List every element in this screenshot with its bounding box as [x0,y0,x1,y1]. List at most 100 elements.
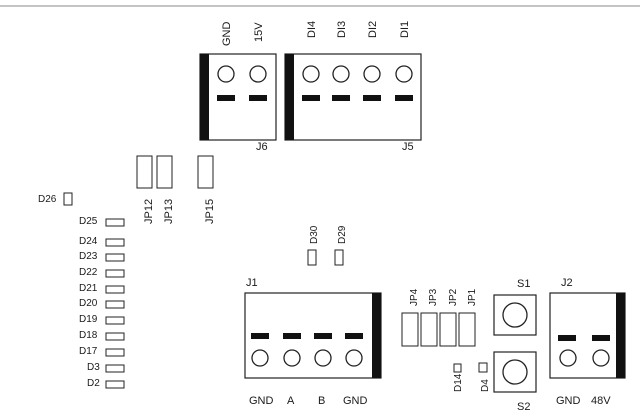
switch-s1-button [502,302,528,328]
j2-pin-label: 48V [591,395,611,407]
led-pad [105,364,125,373]
jumper-jp4 [401,312,419,347]
j5-pin-hole [363,65,381,83]
j1-pin-hole [314,349,332,367]
jumper-jp15 [197,155,214,189]
led-d26-pad [63,192,73,206]
led-pad [105,253,125,262]
j6-pin-marker [249,95,267,101]
led-label: D3 [87,362,100,373]
jumper-label: JP2 [448,288,459,306]
switch-s2: S2 [493,351,537,413]
led-label: D14 [453,373,464,392]
jumper-label: JP15 [204,199,216,224]
connector-j6: GND 15V J6 [199,22,277,153]
j2-pin-label: GND [556,395,581,407]
led-label: D21 [79,283,98,294]
led-label: D18 [79,330,98,341]
led-label: D2 [87,378,100,389]
j5-pin-label: DI4 [306,21,318,38]
led-label: D20 [79,298,98,309]
leds-d14-d4: D14 D4 [453,362,491,392]
led-d30-pad [307,249,317,266]
connector-j1: J1 GND A B GND [244,277,382,407]
led-label: D19 [79,314,98,325]
j1-pin-label: GND [249,395,274,407]
j1-pin-hole [345,349,363,367]
j1-pin-marker [283,333,301,339]
led-label: D17 [79,346,98,357]
j5-pin-label: DI3 [336,21,348,38]
jumper-label: JP1 [467,288,478,306]
led-d14-pad [453,363,462,373]
led-label: D4 [480,379,491,392]
jumper-label: JP13 [163,199,175,224]
jumper-label: JP3 [428,288,439,306]
led-pad [105,218,125,227]
j2-pin-hole [559,349,577,367]
j1-pin-label: B [318,395,325,407]
j6-side-bar [200,54,209,140]
led-pad [105,269,125,278]
led-label: D29 [337,225,348,244]
j2-side-bar [616,293,625,378]
jumper-jp1 [458,312,476,347]
led-d26: D26 [38,192,73,206]
j1-pin-marker [314,333,332,339]
j1-label: J1 [246,277,258,289]
jumper-jp12 [136,155,153,189]
j5-pin-marker [395,95,413,101]
jumper-jp2 [439,312,457,347]
led-label: D22 [79,267,98,278]
jumper-jp13 [156,155,173,189]
j1-pin-label: A [287,395,295,407]
j1-side-bar [372,293,381,378]
j2-pin-marker [592,335,610,341]
led-pad [105,348,125,357]
j5-pin-marker [363,95,381,101]
j5-label: J5 [402,141,414,153]
j6-pin-label: GND [221,22,233,47]
j2-label: J2 [561,277,573,289]
j6-pin-hole [249,65,267,83]
switch-label: S1 [517,278,530,290]
leds-d30-d29: D30 D29 [307,225,348,266]
jumper-jp3 [420,312,438,347]
j5-side-bar [285,54,294,140]
j6-pin-marker [217,95,235,101]
jumpers-top: JP12 JP13 JP15 [136,155,216,224]
led-label: D24 [79,236,98,247]
j6-pin-hole [217,65,235,83]
led-pad [105,285,125,294]
led-pad [105,332,125,341]
jumper-label: JP12 [143,199,155,224]
j5-pin-marker [332,95,350,101]
led-pad [105,300,125,309]
j1-pin-marker [345,333,363,339]
led-label: D23 [79,251,98,262]
j5-pin-label: DI1 [399,21,411,38]
connector-j2: J2 GND 48V [549,277,626,407]
led-pad [105,380,125,389]
connector-j5: DI4 DI3 DI2 DI1 J5 [284,21,422,153]
led-label: D30 [309,225,320,244]
jumper-label: JP4 [409,288,420,306]
led-column: D25 D24 D23 D22 D21 D20 D19 D18 D17 D3 D… [79,216,125,389]
j1-pin-marker [251,333,269,339]
led-d4-pad [478,362,488,373]
led-pad [105,238,125,247]
j6-label: J6 [256,141,268,153]
led-pad [105,316,125,325]
j6-pin-label: 15V [253,22,265,42]
j5-pin-marker [302,95,320,101]
jumpers-bottom: JP4 JP3 JP2 JP1 [401,288,478,347]
switch-s2-button [502,359,528,385]
j2-pin-marker [558,335,576,341]
j5-pin-hole [302,65,320,83]
j5-pin-label: DI2 [367,21,379,38]
j1-pin-hole [283,349,301,367]
switch-label: S2 [517,401,530,413]
j5-pin-hole [332,65,350,83]
switch-s1: S1 [493,278,537,336]
